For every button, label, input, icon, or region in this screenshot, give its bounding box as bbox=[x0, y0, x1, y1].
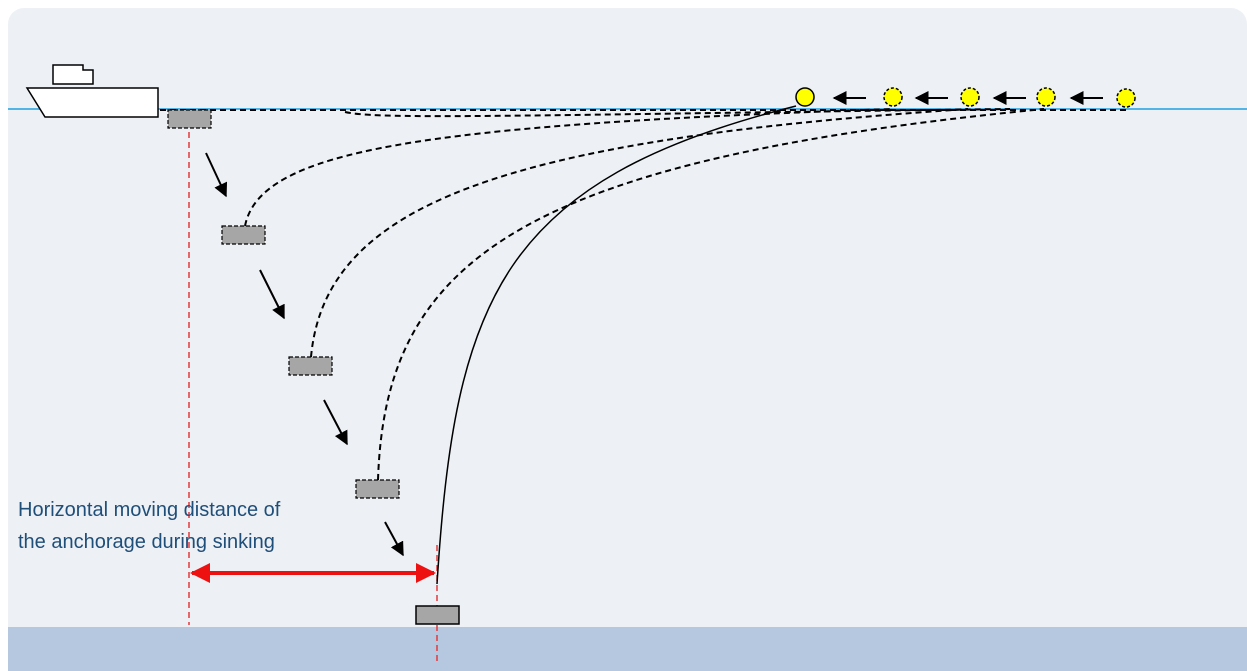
seabed bbox=[8, 627, 1247, 671]
sinking-arrow-2 bbox=[259, 269, 285, 320]
intermediate-rope-curves bbox=[244, 108, 1045, 481]
caption-line-1: Horizontal moving distance of bbox=[18, 499, 281, 521]
buoy-final bbox=[795, 87, 815, 107]
rope-curve-4 bbox=[344, 108, 1011, 118]
rope-curve-1 bbox=[244, 108, 894, 227]
anchor-block-2 bbox=[221, 225, 266, 245]
buoy-3 bbox=[960, 87, 980, 107]
background-panel bbox=[8, 8, 1247, 671]
sinking-arrow-4 bbox=[384, 521, 404, 557]
rope-curve-3 bbox=[377, 108, 1045, 481]
anchor-block-final bbox=[415, 605, 460, 625]
buoy-2 bbox=[883, 87, 903, 107]
anchor-block-4 bbox=[355, 479, 400, 499]
buoy-5 bbox=[1116, 88, 1136, 108]
caption-line-2: the anchorage during sinking bbox=[18, 531, 275, 553]
sinking-arrow-3 bbox=[323, 399, 348, 446]
vessel-icon bbox=[25, 64, 159, 118]
rope-curve-2 bbox=[310, 108, 969, 358]
sinking-arrow-1 bbox=[205, 152, 228, 198]
final-rope-curve bbox=[436, 105, 797, 585]
buoy-4 bbox=[1036, 87, 1056, 107]
anchor-block-3 bbox=[288, 356, 333, 376]
anchor-block-1 bbox=[167, 109, 212, 129]
buoy-intermediate bbox=[883, 87, 1136, 108]
horizontal-distance-caption: Horizontal moving distance of the anchor… bbox=[18, 494, 280, 558]
sinking-arrows bbox=[205, 152, 404, 557]
